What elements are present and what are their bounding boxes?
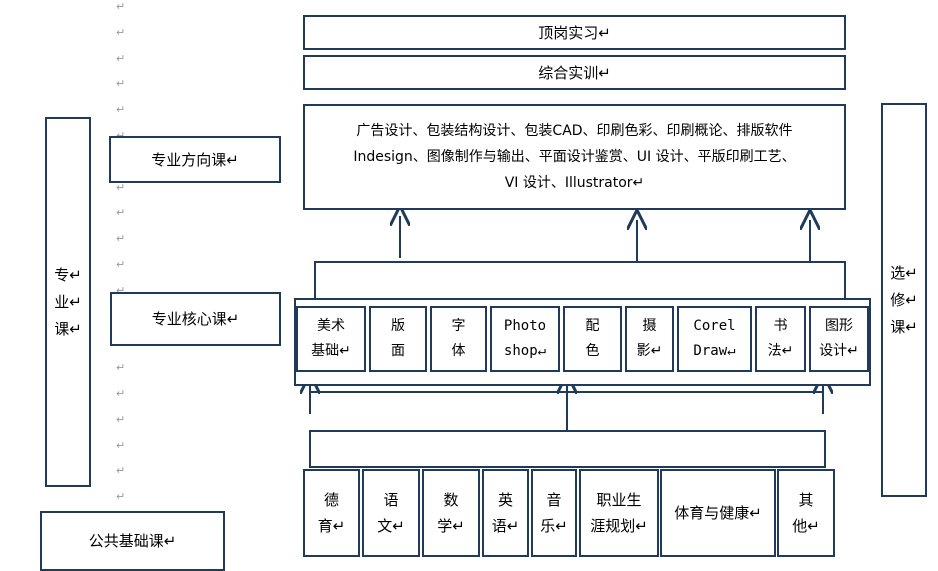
paragraph-mark: ↵ <box>116 206 126 220</box>
public-course-line-1: 其 <box>798 491 814 509</box>
direction-label-box: 专业方向课↵ <box>109 136 281 183</box>
public-course-line-2: 文↵ <box>377 517 405 535</box>
paragraph-mark: ↵ <box>116 51 126 65</box>
direction-courses-line-2: Indesign、图像制作与输出、平面设计鉴赏、UI 设计、平版印刷工艺、 <box>353 149 796 165</box>
core-course-photography: 摄 影↵ <box>625 306 674 372</box>
core-label-box: 专业核心课↵ <box>110 292 281 346</box>
elective-char-2: 修↵ <box>890 290 918 309</box>
paragraph-mark: ↵ <box>116 258 126 271</box>
core-course-line-2: shop↵ <box>503 343 547 359</box>
core-course-line-2: 设计↵ <box>819 343 859 359</box>
core-course-line-1: Corel <box>693 318 736 334</box>
core-course-line-1: 摄 <box>642 318 657 334</box>
core-course-line-2: 影↵ <box>636 343 663 359</box>
public-bracket-box <box>309 430 826 468</box>
core-course-graphic-design: 图形 设计↵ <box>809 306 869 372</box>
elective-char-3: 课↵ <box>890 317 918 336</box>
public-course-morality: 德 育↵ <box>303 469 360 557</box>
paragraph-mark: ↵ <box>116 129 125 142</box>
professional-char-3: 课↵ <box>54 319 82 338</box>
public-course-line-1: 语 <box>383 491 399 509</box>
direction-courses-line-3: VI 设计、Illustrator↵ <box>504 175 645 191</box>
public-course-chinese: 语 文↵ <box>362 469 420 557</box>
public-course-line-2: 乐↵ <box>540 517 568 535</box>
public-course-pe-health: 体育与健康↵ <box>660 469 776 557</box>
paragraph-mark: ↵ <box>116 180 126 194</box>
direction-courses-line-1: 广告设计、包装结构设计、包装CAD、印刷色彩、印刷概论、排版软件 <box>356 123 793 139</box>
core-course-line-1: 配 <box>585 318 600 334</box>
core-course-line-1: 字 <box>451 318 466 334</box>
paragraph-mark: ↵ <box>116 283 126 297</box>
public-course-music: 音 乐↵ <box>531 469 577 557</box>
core-course-line-2: 基础↵ <box>311 343 351 359</box>
core-course-line-1: 美术 <box>317 318 345 334</box>
core-course-line-1: 版 <box>391 318 405 334</box>
professional-char-1: 专↵ <box>54 265 82 284</box>
core-bracket-box <box>314 261 846 301</box>
elective-char-1: 选↵ <box>890 263 918 282</box>
core-course-calligraphy: 书 法↵ <box>755 306 806 372</box>
core-course-photoshop: Photo shop↵ <box>490 306 560 372</box>
public-course-other: 其 他↵ <box>777 469 835 557</box>
paragraph-mark: ↵ <box>116 387 126 400</box>
public-course-line-2: 育↵ <box>317 517 346 535</box>
public-course-line-2: 涯规划↵ <box>590 517 648 535</box>
paragraph-mark: ↵ <box>116 0 126 13</box>
core-course-layout: 版 面 <box>369 306 427 372</box>
paragraph-mark: ↵ <box>116 438 126 452</box>
core-course-line-2: 色 <box>585 343 600 359</box>
public-label-box: 公共基础课↵ <box>40 511 225 571</box>
public-course-line-1: 德 <box>323 491 339 509</box>
paragraph-mark: ↵ <box>116 77 126 91</box>
paragraph-mark: ↵ <box>116 412 126 426</box>
core-course-line-2: 面 <box>391 343 405 359</box>
core-course-line-1: 图形 <box>825 318 853 334</box>
public-course-career-planning: 职业生 涯规划↵ <box>579 469 659 557</box>
direction-label: 专业方向课↵ <box>151 150 239 169</box>
core-course-typeface: 字 体 <box>430 306 487 372</box>
professional-side-box: 专↵ 业↵ 课↵ <box>45 117 91 487</box>
paragraph-mark: ↵ <box>116 490 126 504</box>
core-course-line-2: Draw↵ <box>693 343 736 359</box>
core-course-line-2: 法↵ <box>767 343 794 359</box>
core-course-art: 美术 基础↵ <box>296 306 366 372</box>
public-course-line-1: 英 <box>497 491 513 509</box>
core-course-line-2: 体 <box>451 343 466 359</box>
public-label: 公共基础课↵ <box>88 532 177 550</box>
paragraph-mark: ↵ <box>116 232 126 246</box>
professional-char-2: 业↵ <box>54 292 82 311</box>
public-course-line-2: 学↵ <box>437 517 465 535</box>
direction-courses-box: 广告设计、包装结构设计、包装CAD、印刷色彩、印刷概论、排版软件 Indesig… <box>303 104 846 210</box>
public-course-math: 数 学↵ <box>422 469 480 557</box>
elective-side-box: 选↵ 修↵ 课↵ <box>881 103 927 497</box>
training-box: 综合实训↵ <box>303 55 846 90</box>
public-course-english: 英 语↵ <box>482 469 529 557</box>
public-course-line-1: 音 <box>546 491 562 509</box>
public-course-line-2: 他↵ <box>792 517 820 535</box>
core-course-line-1: 书 <box>773 318 788 334</box>
internship-box: 顶岗实习↵ <box>303 15 846 50</box>
core-course-color: 配 色 <box>563 306 622 372</box>
core-course-coreldraw: Corel Draw↵ <box>677 306 752 372</box>
public-course-line-1: 体育与健康↵ <box>674 504 762 522</box>
core-label: 专业核心课↵ <box>151 310 240 328</box>
core-course-line-1: Photo <box>503 318 547 334</box>
paragraph-mark: ↵ <box>116 103 126 117</box>
paragraph-mark: ↵ <box>116 464 126 478</box>
paragraph-mark: ↵ <box>116 361 126 375</box>
public-course-line-2: 语↵ <box>491 517 520 535</box>
public-course-line-1: 数 <box>443 491 459 509</box>
paragraph-mark: ↵ <box>116 25 126 39</box>
public-course-line-1: 职业生 <box>596 491 642 509</box>
training-label: 综合实训↵ <box>538 63 611 82</box>
internship-label: 顶岗实习↵ <box>538 23 611 42</box>
